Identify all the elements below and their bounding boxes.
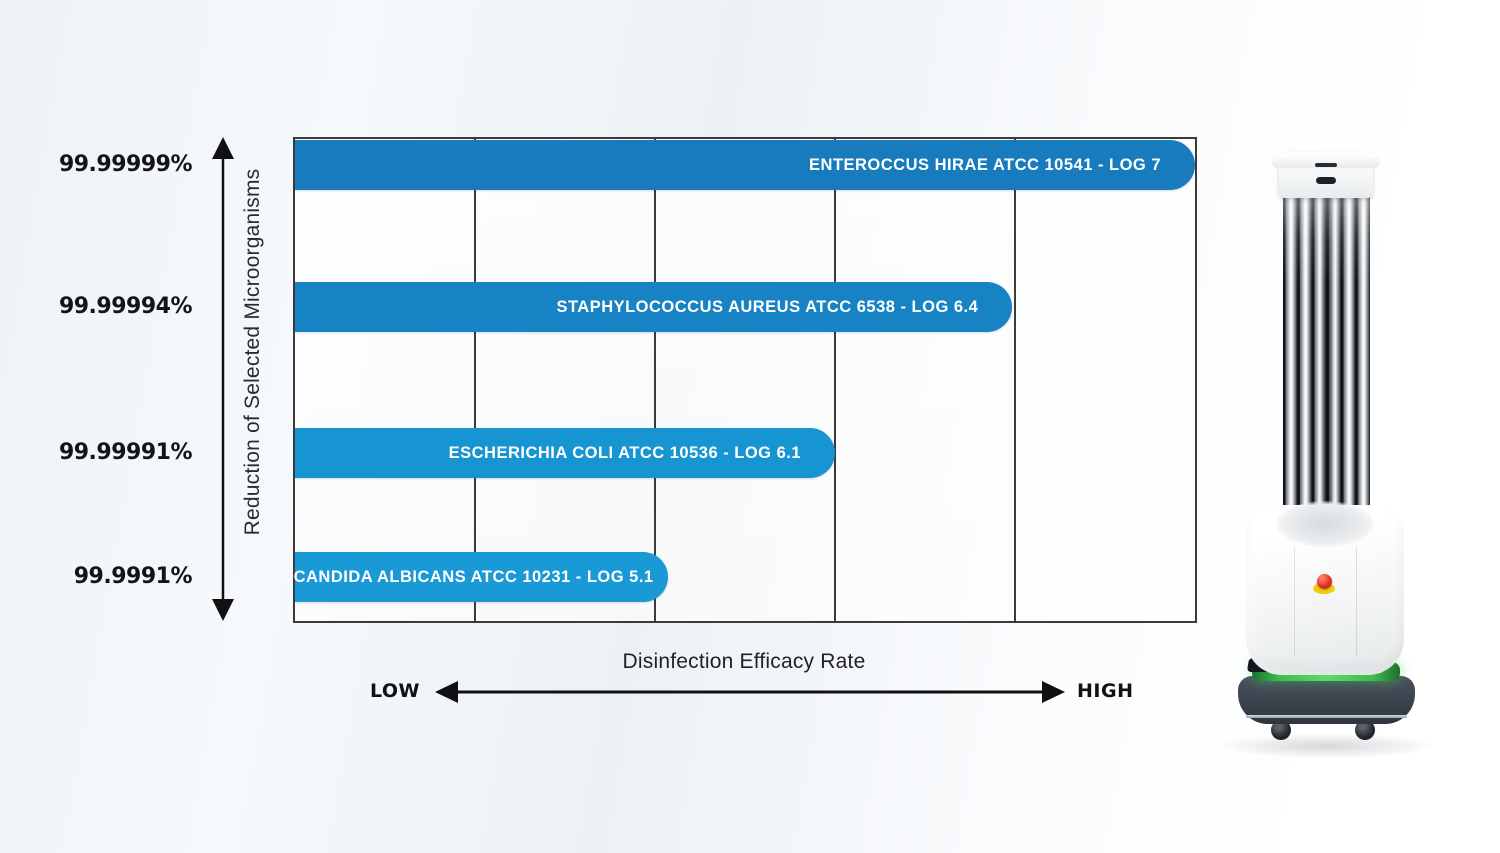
x-axis-arrow-icon xyxy=(435,681,1065,703)
x-axis-low-label: LOW xyxy=(369,680,420,702)
bar-label: STAPHYLOCOCCUS AUREUS ATCC 6538 - LOG 6.… xyxy=(556,297,979,316)
robot-base-rim xyxy=(1246,715,1407,718)
robot-head-camera xyxy=(1316,177,1336,184)
y-tick-label: 99.99994% xyxy=(58,294,193,319)
robot-body-seam xyxy=(1356,547,1357,657)
bar-label: CANDIDA ALBICANS ATCC 10231 - LOG 5.1 xyxy=(293,567,654,586)
gridline xyxy=(834,139,836,621)
x-axis-high-label: HIGH xyxy=(1077,680,1134,702)
uv-robot-image xyxy=(1217,145,1437,770)
robot-emergency-stop-button xyxy=(1317,574,1332,589)
y-tick-label: 99.99999% xyxy=(58,152,193,177)
y-tick-label: 99.9991% xyxy=(73,564,193,589)
gridline xyxy=(1014,139,1016,621)
robot-body-top-recess xyxy=(1276,501,1374,547)
robot-uv-lamp-tubes xyxy=(1283,195,1370,509)
chart-plot-area: ENTEROCCUS HIRAE ATCC 10541 - LOG 7 STAPH… xyxy=(293,137,1197,623)
bar-2: STAPHYLOCOCCUS AUREUS ATCC 6538 - LOG 6.… xyxy=(295,282,1013,332)
robot-caster-wheel xyxy=(1271,720,1291,740)
robot-head-sensor-slot xyxy=(1315,163,1337,167)
bar-label: ENTEROCCUS HIRAE ATCC 10541 - LOG 7 xyxy=(809,155,1161,174)
bar-label: ESCHERICHIA COLI ATCC 10536 - LOG 6.1 xyxy=(448,443,801,462)
y-axis-title: Reduction of Selected Microorganisms xyxy=(241,168,264,536)
gridline xyxy=(654,139,656,621)
gridline xyxy=(474,139,476,621)
bar-4: CANDIDA ALBICANS ATCC 10231 - LOG 5.1 xyxy=(293,552,668,602)
robot-body xyxy=(1246,501,1404,675)
robot-head-cap xyxy=(1272,152,1380,198)
robot-base xyxy=(1238,676,1415,724)
bar-1: ENTEROCCUS HIRAE ATCC 10541 - LOG 7 xyxy=(295,140,1195,190)
bar-3: ESCHERICHIA COLI ATCC 10536 - LOG 6.1 xyxy=(295,428,835,478)
x-axis-title: Disinfection Efficacy Rate xyxy=(622,650,866,673)
robot-body-seam xyxy=(1294,547,1295,657)
robot-caster-wheel xyxy=(1355,720,1375,740)
y-axis-arrow-icon xyxy=(212,137,234,621)
robot-floor-shadow xyxy=(1217,733,1437,759)
y-tick-label: 99.99991% xyxy=(58,440,193,465)
